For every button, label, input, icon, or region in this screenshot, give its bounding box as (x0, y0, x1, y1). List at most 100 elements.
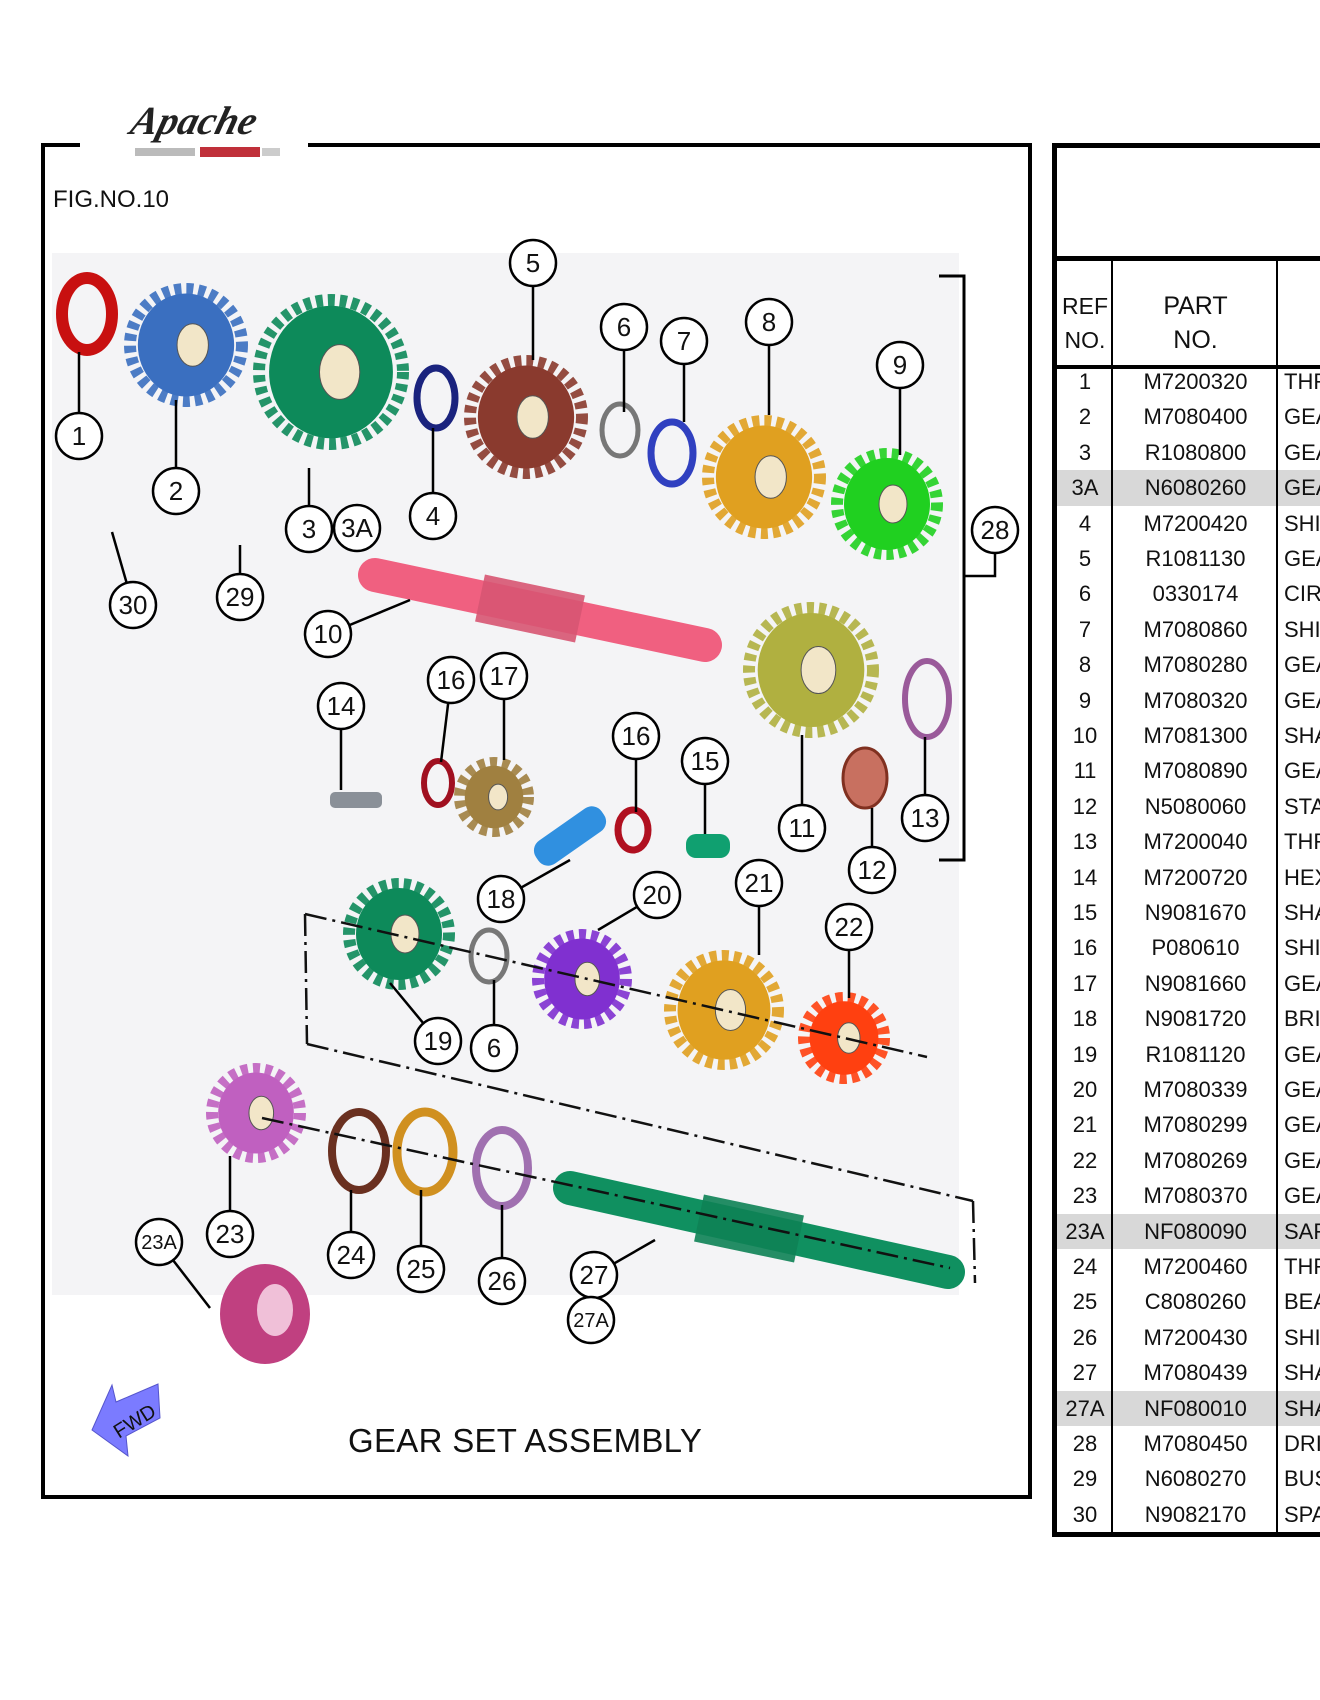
part-14-hex-bolt (330, 792, 382, 808)
callout-circle (413, 1016, 463, 1066)
callout-18: 18 (476, 874, 526, 924)
callout-circle (744, 297, 794, 347)
part-7-shim-shape (647, 418, 697, 488)
description-cell: GEA (1284, 652, 1320, 678)
part-10-shaft (358, 558, 722, 662)
callout-circle (326, 1230, 376, 1280)
callout-16: 16 (426, 655, 476, 705)
description-cell: GEA (1284, 1041, 1320, 1067)
callout-16: 16 (611, 711, 661, 761)
callout-label: 18 (487, 884, 516, 914)
description-cell: GEA (1284, 1112, 1320, 1138)
part-no-cell: NF080010 (1144, 1395, 1247, 1421)
part-9-gear-bore (878, 484, 908, 524)
callout-circle (408, 491, 458, 541)
callout-label: 11 (789, 813, 816, 843)
callout-circle (426, 655, 476, 705)
callout-label: 16 (437, 665, 466, 695)
part-4-shim-shape (413, 364, 459, 432)
ref-cell: 4 (1078, 510, 1092, 536)
callout-circle (54, 411, 104, 461)
callout-3A: 3A (332, 503, 382, 553)
callout-8: 8 (744, 297, 794, 347)
callout-label: 12 (858, 855, 887, 885)
part-23-gear-teeth (206, 1063, 306, 1163)
callout-label: 23A (141, 1232, 177, 1254)
callout-20: 20 (632, 870, 682, 920)
part-20-gear (532, 929, 632, 1029)
description-cell: SHA (1284, 723, 1320, 748)
callout-circle (900, 793, 950, 843)
callout-29: 29 (215, 572, 265, 622)
table-row: 27ANF080010SHA (1057, 1390, 1320, 1426)
callout-label: 3 (302, 514, 316, 544)
centerline-1 (303, 913, 309, 1045)
ref-cell: 2 (1078, 404, 1092, 430)
ref-cell: 1 (1078, 369, 1092, 394)
ref-cell: 27 (1072, 1360, 1098, 1386)
callout-30: 30 (108, 580, 158, 630)
table-row: 22M7080269GEA (1057, 1143, 1320, 1178)
callout-circle (479, 651, 529, 701)
centerline-3 (971, 1200, 977, 1284)
part-11-gear-teeth (743, 602, 879, 738)
callout-circle (151, 466, 201, 516)
callout-circle (566, 1295, 616, 1345)
callout-23: 23 (205, 1209, 255, 1259)
ref-cell: 16 (1072, 935, 1098, 961)
callout-circle (599, 302, 649, 352)
description-cell: STA (1284, 793, 1320, 819)
part-no-cell: M7080370 (1143, 1183, 1248, 1209)
ref-cell: 26 (1072, 1324, 1098, 1350)
part-3-gear-teeth (253, 294, 409, 450)
table-row: 17N9081660GEA (1057, 966, 1320, 1001)
ref-cell: 19 (1072, 1041, 1098, 1067)
ref-cell: 20 (1072, 1077, 1098, 1102)
part-no-cell: C8080260 (1144, 1289, 1247, 1315)
callout-label: 25 (407, 1254, 436, 1284)
callout-label: 22 (835, 912, 864, 942)
part-no-cell: M7080269 (1143, 1147, 1248, 1173)
part-9-gear-teeth (831, 448, 943, 560)
ref-cell: 28 (1072, 1431, 1098, 1456)
callout-23A: 23A (134, 1217, 184, 1267)
callout-26: 26 (477, 1256, 527, 1306)
callout-circle (303, 609, 353, 659)
part-25-bearing-shape (392, 1107, 458, 1197)
callout-label: 21 (745, 868, 774, 898)
part-no-cell: R1081120 (1145, 1041, 1246, 1067)
callout-label: 9 (893, 350, 907, 380)
callout-13: 13 (900, 793, 950, 843)
callout-circle (396, 1244, 446, 1294)
part-19-gear (343, 878, 455, 990)
callout-circle (777, 803, 827, 853)
part-no-cell: N5080060 (1144, 793, 1247, 819)
part-22-gear-teeth (798, 992, 890, 1084)
part-23-gear-bore (248, 1095, 275, 1131)
description-cell: SAR (1284, 1218, 1320, 1244)
part-23a-bore (257, 1284, 293, 1336)
description-cell: GEA (1284, 404, 1320, 430)
part-no-cell: M7200460 (1143, 1254, 1248, 1279)
part-9-gear (831, 448, 943, 560)
callout-3: 3 (284, 504, 334, 554)
callout-6: 6 (469, 1023, 519, 1073)
callout-27A: 27A (566, 1295, 616, 1345)
part-3-gear-bore (318, 344, 361, 400)
description-cell: THR (1284, 1254, 1320, 1279)
part-27-shaft-spline (694, 1194, 804, 1263)
part-11-gear (743, 602, 879, 738)
ref-cell: 7 (1078, 616, 1092, 642)
ref-cell: 25 (1072, 1289, 1098, 1315)
callout-label: 8 (762, 307, 776, 337)
table-row: 11M7080890GEA (1057, 753, 1320, 788)
description-cell: SHI (1284, 935, 1320, 961)
callout-1: 1 (54, 411, 104, 461)
table-row: 21M7080299GEA (1057, 1107, 1320, 1142)
callout-circle (205, 1209, 255, 1259)
part-2-gear-bore (176, 323, 209, 367)
ref-cell: 18 (1072, 1006, 1098, 1032)
figure-number: FIG.NO.10 (53, 186, 170, 213)
